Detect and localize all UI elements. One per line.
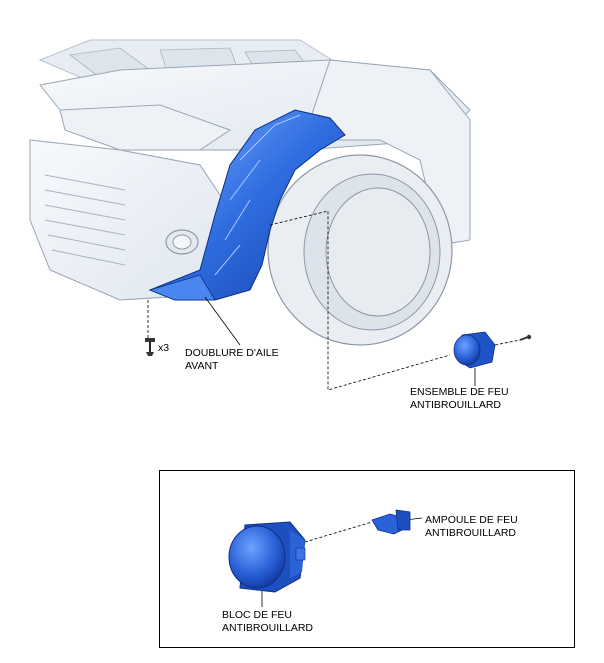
- detail-fog-light-housing: [228, 521, 306, 593]
- screw-quantity-label: x3: [158, 342, 170, 354]
- bulb-icon: [371, 509, 411, 535]
- front-fender-liner-part: [148, 109, 346, 301]
- vehicle-front-body: [29, 39, 471, 301]
- fog-light-housing-label: BLOC DE FEU ANTIBROUILLARD: [222, 609, 314, 634]
- detail-dashed-line: [304, 521, 373, 543]
- screw-icon-fog: [519, 334, 532, 341]
- detail-inset-box: [159, 470, 575, 648]
- fog-light-assembly-part: [453, 331, 496, 369]
- screw-icon: [145, 338, 155, 356]
- fog-light-assembly-label: ENSEMBLE DE FEU ANTIBROUILLARD: [410, 386, 509, 411]
- front-wheel: [267, 154, 453, 346]
- front-fender-liner-label: DOUBLURE D'AILE AVANT: [185, 347, 279, 372]
- fog-light-bulb-label: AMPOULE DE FEU ANTIBROUILLARD: [425, 514, 518, 539]
- dashed-leader-lines: [147, 210, 521, 391]
